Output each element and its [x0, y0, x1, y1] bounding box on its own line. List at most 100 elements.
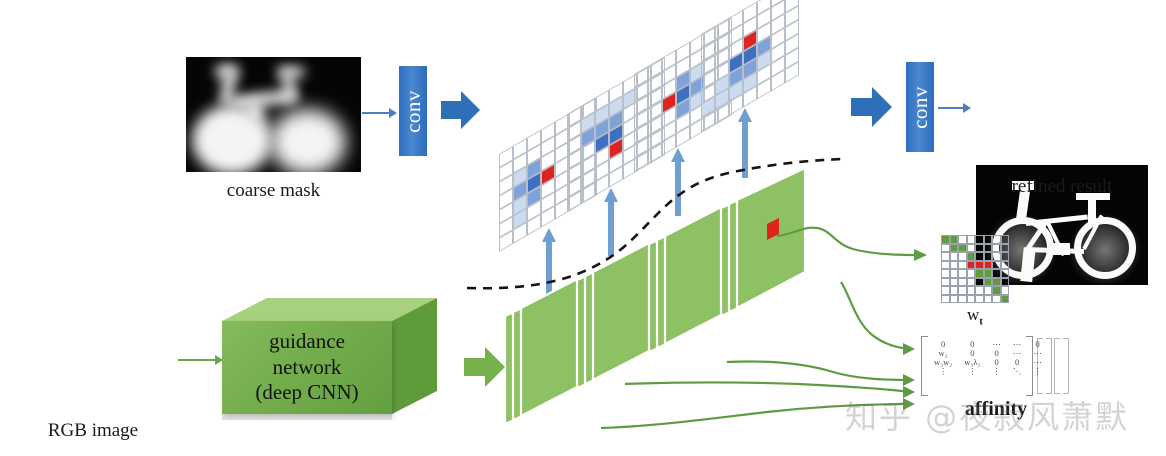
block-arrow-guidance-to-planes — [464, 345, 506, 389]
conv-block-right[interactable]: conv — [906, 62, 934, 152]
wt-cell — [975, 277, 984, 286]
affinity-matrix-cell: w₂ — [938, 348, 948, 358]
affinity-matrix-cell: ⋱ — [1012, 366, 1022, 376]
wt-cell — [949, 286, 958, 295]
wt-cell — [958, 252, 967, 261]
wt-cell — [966, 269, 975, 278]
wt-cell — [949, 269, 958, 278]
wt-cell — [949, 294, 958, 303]
wt-cell — [983, 277, 992, 286]
wt-cell — [941, 269, 950, 278]
wt-cell — [958, 277, 967, 286]
wt-cell — [958, 235, 967, 244]
affinity-matrix-cell: 0 — [1015, 357, 1020, 367]
affinity-matrix-cell: w₃λ₂ — [964, 357, 981, 367]
wt-cell — [975, 286, 984, 295]
affinity-matrix-cell: ⋯ — [1033, 348, 1042, 358]
feature-planes-group — [503, 166, 855, 428]
affinity-matrix-cell: 0 — [1035, 339, 1040, 349]
zhihu-watermark: 知乎 @夜寂风萧默 — [845, 398, 1130, 436]
wt-cell — [975, 252, 984, 261]
guidance-line-3: (deep CNN) — [255, 380, 359, 405]
feature-plane-3 — [647, 202, 729, 354]
wt-cell — [949, 235, 958, 244]
wt-cell — [992, 294, 1001, 303]
wt-cell — [992, 286, 1001, 295]
wt-cell — [992, 269, 1001, 278]
wt-cell — [958, 294, 967, 303]
wt-cell — [992, 243, 1001, 252]
wt-label: wt — [941, 305, 1009, 327]
conv-block-left-label: conv — [400, 89, 425, 133]
up-arrow-1 — [542, 228, 556, 298]
wt-cell — [975, 235, 984, 244]
wt-cell — [941, 260, 950, 269]
curve-planes-to-wt — [776, 226, 927, 261]
conv-block-left[interactable]: conv — [399, 66, 427, 156]
wt-cell — [941, 286, 950, 295]
wt-label-sub: t — [979, 315, 983, 328]
arrow-rgb-to-guidance — [178, 355, 224, 365]
wt-cell — [983, 235, 992, 244]
block-arrow-conv-to-kernels — [441, 88, 481, 132]
affinity-matrix-cell: ⋮ — [938, 366, 948, 376]
wt-cell — [966, 235, 975, 244]
guidance-line-2: network — [272, 354, 342, 379]
affinity-matrix-cell: ⋯ — [1033, 357, 1042, 367]
guidance-line-1: guidance — [269, 329, 345, 354]
guidance-network-front-face: guidance network (deep CNN) — [222, 321, 392, 414]
wt-matrix-grid — [941, 235, 1009, 303]
curves-planes-to-affinity — [600, 281, 915, 430]
up-arrow-2 — [604, 188, 618, 256]
wt-cell — [966, 294, 975, 303]
wt-cell — [1000, 235, 1009, 244]
wt-cell — [966, 277, 975, 286]
coarse-mask-image — [186, 57, 361, 172]
wt-cell — [983, 243, 992, 252]
affinity-label: affinity — [964, 398, 1028, 420]
wt-label-main: w — [967, 305, 980, 324]
affinity-matrix-cell: ⋯ — [1012, 339, 1022, 349]
wt-cell — [975, 243, 984, 252]
refined-result-label: refined result — [1011, 176, 1113, 197]
feature-plane-2 — [575, 238, 657, 390]
affinity-matrix-row: ⋮⋮⋮⋱⋮ — [928, 367, 1048, 376]
wt-cell — [1000, 277, 1009, 286]
dashed-separator-curve — [466, 157, 844, 290]
wt-cell — [941, 252, 950, 261]
affinity-matrix-cell: w₃w₂ — [934, 357, 953, 367]
wt-cell — [992, 260, 1001, 269]
affinity-matrix-cell: 0 — [994, 357, 999, 367]
wt-cell — [949, 243, 958, 252]
wt-cell — [958, 286, 967, 295]
affinity-matrix-cell: 0 — [970, 348, 975, 358]
wt-cell — [1000, 286, 1009, 295]
wt-cell — [983, 252, 992, 261]
wt-cell — [975, 260, 984, 269]
affinity-matrix-row: w₃w₂ w₃λ₂ 0 0 ⋯ — [928, 358, 1048, 367]
wt-cell — [966, 252, 975, 261]
feature-plane-highlight-cell — [767, 218, 779, 240]
wt-cell — [949, 252, 958, 261]
affinity-matrix-cell: ⋮ — [968, 366, 977, 376]
wt-cell — [958, 260, 967, 269]
arrow-conv-to-refined — [938, 103, 972, 113]
rgb-image-label: RGB image — [47, 420, 139, 441]
wt-cell — [1000, 243, 1009, 252]
up-arrow-4 — [738, 108, 752, 178]
guidance-network-text: guidance network (deep CNN) — [255, 329, 358, 406]
wt-cell — [941, 243, 950, 252]
wt-cell — [1000, 252, 1009, 261]
affinity-matrix-cell: ⋮ — [1033, 366, 1042, 376]
guidance-network-box[interactable]: guidance network (deep CNN) — [222, 298, 437, 433]
wt-cell — [1000, 260, 1009, 269]
wt-cell — [941, 277, 950, 286]
wt-cell — [1000, 269, 1009, 278]
affinity-matrix-cell: 0 — [940, 339, 946, 349]
feature-plane-4 — [719, 166, 807, 318]
wt-cell — [958, 243, 967, 252]
wt-cell — [992, 252, 1001, 261]
affinity-matrix-cell: ⋯ — [1012, 348, 1022, 358]
